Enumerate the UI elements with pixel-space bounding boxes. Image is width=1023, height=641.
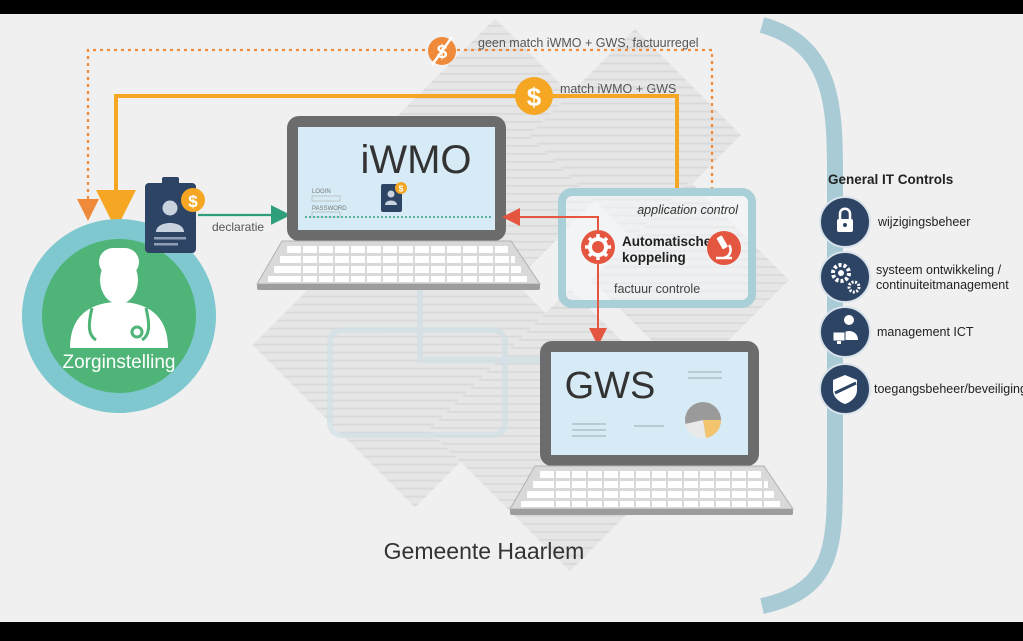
control-item-systeem-ontwikkeling: systeem ontwikkeling / continuiteitmanag… bbox=[819, 251, 1009, 303]
iwmo-badge-icon: $ bbox=[381, 182, 407, 212]
factuur-controle-label: factuur controle bbox=[614, 282, 700, 296]
dollar-icon: $ bbox=[515, 77, 553, 115]
person-computer-icon bbox=[832, 315, 858, 344]
control-label-line2: continuiteitmanagement bbox=[876, 278, 1009, 292]
municipality-label: Gemeente Haarlem bbox=[384, 538, 585, 564]
iwmo-password-label: PASSWORD bbox=[312, 206, 347, 212]
iwmo-title: iWMO bbox=[360, 138, 471, 182]
svg-text:$: $ bbox=[527, 82, 542, 112]
it-controls-bracket bbox=[759, 17, 843, 614]
zorginstelling-label: Zorginstelling bbox=[63, 352, 176, 373]
control-label: wijzigingsbeheer bbox=[877, 215, 970, 229]
zorginstelling-node: Zorginstelling bbox=[22, 219, 216, 413]
control-label: toegangsbeheer/beveiliging bbox=[874, 382, 1023, 396]
control-label: management ICT bbox=[877, 325, 974, 339]
control-item-management-ict: management ICT bbox=[819, 306, 974, 358]
gws-screen-lines bbox=[572, 371, 722, 437]
svg-text:$: $ bbox=[399, 184, 404, 194]
application-control-box bbox=[558, 188, 756, 308]
application-control-label: application control bbox=[637, 203, 739, 217]
it-controls-title: General IT Controls bbox=[828, 172, 953, 187]
doctor-icon bbox=[70, 248, 168, 348]
automatische-label: Automatische bbox=[622, 234, 712, 249]
iwmo-laptop: iWMO LOGIN PASSWORD $ bbox=[256, 116, 541, 290]
iwmo-keyboard-edge bbox=[257, 284, 540, 290]
gear-icon bbox=[581, 230, 615, 264]
svg-text:$: $ bbox=[188, 192, 198, 211]
match-label: match iWMO + GWS bbox=[560, 82, 676, 96]
shield-icon bbox=[833, 375, 857, 404]
lock-icon bbox=[837, 207, 853, 232]
control-item-toegangsbeheer: toegangsbeheer/beveiliging bbox=[819, 363, 1023, 415]
control-item-wijzigingsbeheer: wijzigingsbeheer bbox=[819, 196, 970, 248]
declaratie-label: declaratie bbox=[212, 220, 264, 234]
control-label: systeem ontwikkeling / bbox=[876, 263, 1002, 277]
gws-keyboard-edge bbox=[510, 509, 793, 515]
iwmo-screen bbox=[298, 127, 495, 230]
iwmo-key-gaps bbox=[301, 246, 511, 283]
no-match-flow-line bbox=[77, 48, 714, 221]
iwmo-login-label: LOGIN bbox=[312, 189, 331, 195]
gws-key-gaps bbox=[554, 471, 764, 508]
id-badge-icon: $ bbox=[145, 177, 205, 253]
gws-screen bbox=[551, 352, 748, 455]
no-match-label: geen match iWMO + GWS, factuurregel bbox=[478, 36, 699, 50]
match-flow-line bbox=[96, 94, 679, 230]
gws-laptop: GWS bbox=[509, 341, 794, 515]
gws-title: GWS bbox=[565, 365, 656, 407]
koppeling-label: koppeling bbox=[622, 250, 686, 265]
to-iwmo-arrow bbox=[502, 208, 599, 230]
no-dollar-icon: $ bbox=[428, 36, 456, 66]
gears-icon bbox=[831, 263, 861, 294]
microscope-icon bbox=[707, 231, 741, 265]
pie-chart-icon bbox=[685, 402, 722, 439]
iwmo-login-field bbox=[311, 195, 341, 202]
